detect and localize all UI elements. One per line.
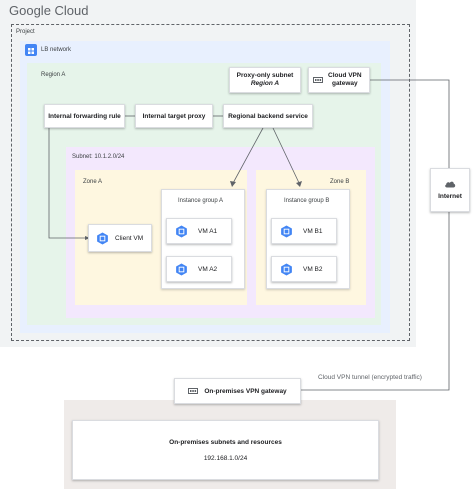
- cloud-vpn-line1: Cloud VPN: [328, 72, 362, 79]
- line-backend-to-group-b: [272, 127, 301, 186]
- vm-a2-label: VM A2: [198, 265, 218, 273]
- vm-b2-label: VM B2: [303, 265, 323, 273]
- project-boundary: [11, 24, 410, 341]
- forwarding-rule-label: Internal forwarding rule: [48, 112, 121, 120]
- onprem-subnets[interactable]: On-premises subnets and resources 192.16…: [72, 420, 379, 480]
- cloud-vpn-gateway[interactable]: Cloud VPN gateway: [308, 67, 370, 93]
- internet-label: Internet: [438, 193, 462, 200]
- line-internet-to-onprem-gateway: [301, 212, 450, 391]
- onprem-gateway-label: On-premises VPN gateway: [204, 387, 287, 395]
- regional-backend-service[interactable]: Regional backend service: [223, 104, 313, 128]
- zone-b-label: Zone B: [330, 179, 350, 185]
- line-rule-to-client: [48, 128, 88, 239]
- vm-b1-label: VM B1: [303, 227, 323, 235]
- google-cloud-title: Google Cloud: [9, 3, 89, 18]
- vm-a1-label: VM A1: [198, 227, 218, 235]
- compute-engine-icon: [281, 262, 292, 276]
- arrow-to-group-a: [230, 181, 236, 187]
- line-backend-to-group-a: [231, 127, 264, 186]
- instance-group-b-label: Instance group B: [284, 198, 330, 204]
- onprem-vpn-gateway[interactable]: On-premises VPN gateway: [174, 378, 301, 404]
- compute-engine-icon: [176, 224, 187, 238]
- proxy-subnet-line2: Region A: [250, 80, 280, 87]
- arrow-to-client: [85, 236, 90, 240]
- onprem-subnets-label: On-premises subnets and resources: [169, 438, 282, 446]
- cloud-icon: [445, 181, 456, 188]
- project-label: Project: [16, 29, 35, 35]
- backend-service-label: Regional backend service: [228, 112, 308, 120]
- client-vm[interactable]: Client VM: [88, 224, 152, 252]
- internal-target-proxy[interactable]: Internal target proxy: [135, 104, 213, 128]
- proxy-only-subnet[interactable]: Proxy-only subnet Region A: [229, 67, 301, 93]
- subnet-label: Subnet: 10.1.2.0/24: [72, 154, 125, 160]
- vm-b2[interactable]: VM B2: [271, 256, 337, 282]
- line-vpn-to-internet: [370, 79, 450, 168]
- internal-forwarding-rule[interactable]: Internal forwarding rule: [44, 104, 125, 128]
- network-icon: [25, 44, 37, 56]
- compute-engine-icon: [97, 231, 108, 245]
- vm-a2[interactable]: VM A2: [166, 256, 232, 282]
- network-label: LB network: [41, 47, 72, 53]
- onprem-subnets-cidr: 192.168.1.0/24: [203, 454, 248, 462]
- vm-b1[interactable]: VM B1: [271, 218, 337, 244]
- client-vm-label: Client VM: [115, 234, 144, 242]
- proxy-subnet-line1: Proxy-only subnet: [236, 72, 294, 79]
- cloud-vpn-line2: gateway: [331, 80, 358, 87]
- vpn-gateway-icon: [188, 388, 199, 394]
- target-proxy-label: Internal target proxy: [142, 112, 206, 120]
- arrow-to-group-b: [296, 181, 302, 187]
- vpn-tunnel-label: Cloud VPN tunnel (encrypted traffic): [318, 374, 422, 381]
- region-label: Region A: [41, 72, 66, 78]
- compute-engine-icon: [176, 262, 187, 276]
- instance-group-a-label: Instance group A: [178, 198, 224, 204]
- zone-a-label: Zone A: [83, 179, 103, 185]
- vm-a1[interactable]: VM A1: [166, 218, 232, 244]
- vpn-gateway-icon: [313, 77, 323, 83]
- compute-engine-icon: [281, 224, 292, 238]
- internet-node[interactable]: Internet: [430, 168, 470, 212]
